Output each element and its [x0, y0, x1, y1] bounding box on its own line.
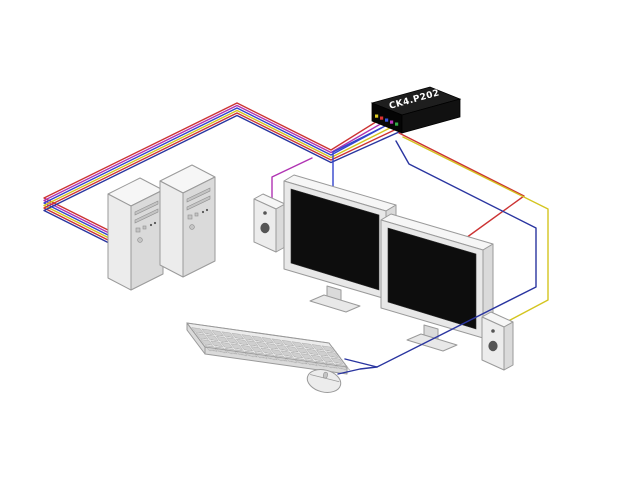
speaker-left: [253, 193, 286, 253]
keyboard-outline: [186, 322, 348, 368]
monitor-2: [380, 213, 494, 352]
monitor-1: [283, 174, 397, 313]
kvm-side-face: [401, 98, 461, 134]
kvm-port-blue: [385, 118, 389, 122]
cable-bundle-kvm-to-computers: [43, 102, 400, 253]
cable-speaker-right: [402, 136, 549, 328]
mouse-scroll-wheel: [322, 371, 328, 379]
bundle-cable-navy: [43, 114, 400, 253]
keyboard-keys: [191, 327, 351, 371]
bundle-cable-blue: [43, 107, 386, 245]
kvm-ports: [375, 114, 399, 126]
speaker-right: [481, 311, 514, 371]
kvm-port-red: [380, 116, 384, 120]
cable-speaker-left: [271, 157, 313, 207]
cable-monitor-2: [398, 132, 525, 244]
computer-tower-1: [107, 177, 164, 291]
mouse-body: [306, 369, 342, 393]
bundle-cable-magenta-1: [43, 104, 381, 243]
bundle-cable-red-2: [43, 112, 395, 250]
bundle-cable-red-1: [43, 102, 376, 240]
kvm-port-magenta: [390, 120, 394, 124]
mouse: [306, 369, 342, 393]
kvm-port-yellow: [375, 114, 379, 118]
keyboard: [186, 322, 351, 375]
cable-keyboard: [344, 140, 537, 368]
bundle-cable-yellow: [43, 109, 391, 248]
kvm-switch: CK4.P202: [370, 86, 462, 134]
cable-mouse: [337, 366, 378, 375]
kvm-port-green: [395, 122, 399, 126]
computer-tower-2: [159, 164, 216, 278]
